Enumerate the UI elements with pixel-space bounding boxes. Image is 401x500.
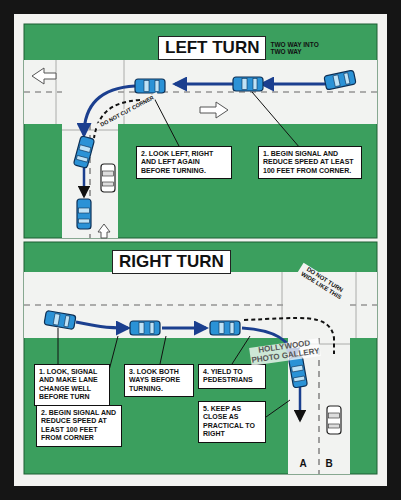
step-text: 2. BEGIN SIGNAL AND REDUCE SPEED AT LEAS… [41, 409, 117, 443]
step-box: 2. BEGIN SIGNAL AND REDUCE SPEED AT LEAS… [36, 405, 122, 447]
lane-label: A [298, 458, 308, 469]
step-box: 2. LOOK LEFT, RIGHT AND LEFT AGAIN BEFOR… [136, 146, 232, 179]
lane-label: B [324, 458, 334, 469]
panel-heading: RIGHT TURN [112, 250, 231, 274]
subtitle-text: TWO WAY INTO TWO WAY [270, 41, 322, 56]
step-box: 1. BEGIN SIGNAL AND REDUCE SPEED AT LEAS… [258, 146, 362, 179]
step-text: 4. YIELD TO PEDESTRIANS [203, 368, 261, 385]
step-box: 3. LOOK BOTH WAYS BEFORE TURNING. [124, 364, 194, 397]
step-text: 1. LOOK, SIGNAL AND MAKE LANE CHANGE WEL… [39, 368, 105, 402]
panel-heading: LEFT TURN TWO WAY INTO TWO WAY [158, 36, 322, 60]
step-text: 3. LOOK BOTH WAYS BEFORE TURNING. [129, 368, 189, 393]
step-box: 4. YIELD TO PEDESTRIANS [198, 364, 266, 389]
heading-text: RIGHT TURN [112, 250, 231, 274]
heading-text: LEFT TURN [158, 36, 266, 60]
step-text: 1. BEGIN SIGNAL AND REDUCE SPEED AT LEAS… [263, 150, 357, 175]
step-box: 5. KEEP AS CLOSE AS PRACTICAL TO RIGHT [198, 401, 266, 443]
step-text: 5. KEEP AS CLOSE AS PRACTICAL TO RIGHT [203, 405, 261, 439]
step-box: 1. LOOK, SIGNAL AND MAKE LANE CHANGE WEL… [34, 364, 110, 406]
step-text: 2. LOOK LEFT, RIGHT AND LEFT AGAIN BEFOR… [141, 150, 227, 175]
